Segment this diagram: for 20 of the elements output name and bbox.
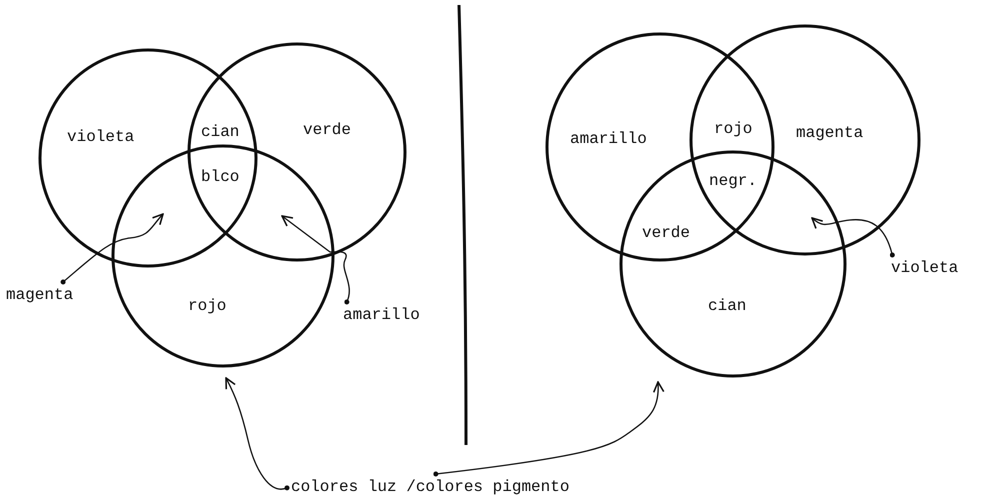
callout-text: amarillo bbox=[343, 306, 420, 324]
region-label: blco bbox=[201, 168, 240, 186]
region-label: cian bbox=[201, 123, 240, 141]
region-label: verde bbox=[303, 121, 352, 139]
leader-arrow bbox=[60, 213, 164, 284]
leader-arrow bbox=[811, 217, 895, 258]
leader-arrow bbox=[281, 215, 350, 304]
region-label: rojo bbox=[714, 120, 752, 138]
callout-text: colores luz /colores pigmento bbox=[291, 478, 570, 496]
region-label: verde bbox=[642, 224, 690, 242]
region-label: rojo bbox=[188, 297, 226, 315]
leader-arrow bbox=[225, 377, 290, 490]
callout-text: magenta bbox=[6, 286, 74, 304]
region-label: negr. bbox=[709, 172, 758, 190]
leader-arrow bbox=[433, 381, 664, 476]
region-label: violeta bbox=[67, 128, 134, 146]
region-label: amarillo bbox=[570, 130, 647, 148]
callout-text: violeta bbox=[891, 259, 958, 277]
region-label: cian bbox=[708, 297, 746, 315]
region-label: magenta bbox=[796, 124, 864, 142]
